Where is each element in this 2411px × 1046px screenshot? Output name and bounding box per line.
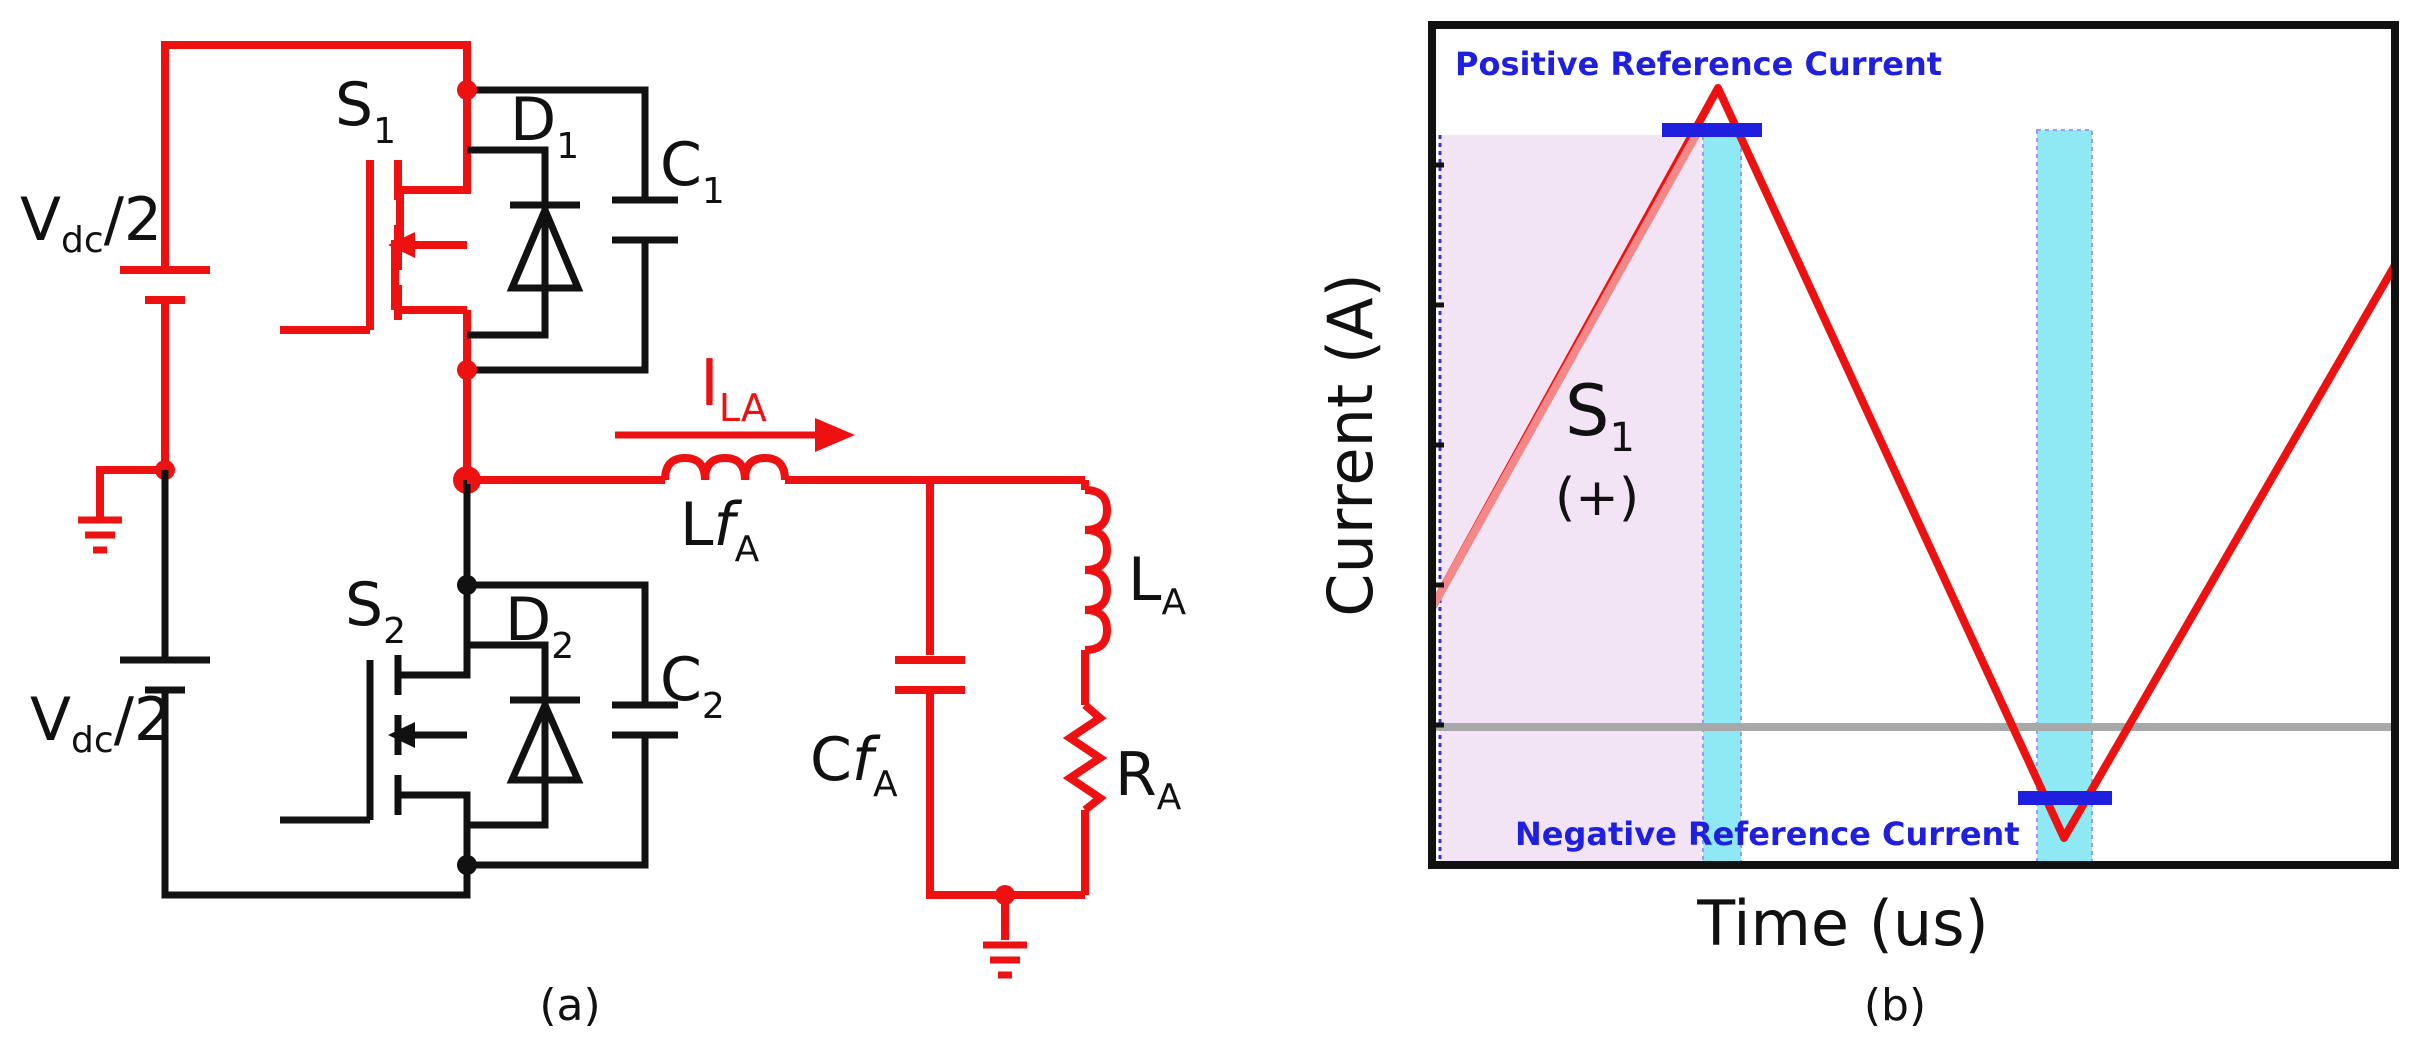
d2-label: D2 [505, 585, 574, 667]
ground-red-left [78, 516, 122, 554]
lower-black-rail [120, 470, 678, 899]
node-dot [457, 855, 477, 875]
s1-conduction-region [1440, 135, 1702, 865]
c1-label: C1 [660, 130, 725, 212]
node-dot [457, 575, 477, 595]
current-plot: Positive Reference Current Negative Refe… [1314, 21, 2399, 1031]
cfa-label: CfA [810, 725, 898, 805]
cyan-band-1 [1702, 129, 1742, 866]
red-top-rail [96, 41, 471, 519]
d1-diode [506, 201, 584, 292]
ground-red-output [983, 941, 1027, 979]
s1-arrow [388, 232, 415, 258]
y-axis-label: Current (A) [1314, 273, 1387, 616]
caption-b: (b) [1864, 980, 1926, 1031]
battery-top [120, 266, 210, 304]
circuit-diagram: Vdc/2 Vdc/2 S1 D1 C1 S2 D2 C2 ILA LfA Cf… [20, 41, 1186, 1031]
cyan-band-2 [2036, 129, 2093, 866]
la-label: LA [1128, 545, 1186, 623]
d2-diode [506, 696, 584, 784]
s1-plot-label: S1 [1565, 370, 1635, 461]
d1-label: D1 [510, 85, 579, 167]
s1-label: S1 [335, 70, 396, 152]
waveform-rising-overlay [1428, 126, 1704, 610]
caption-a: (a) [539, 980, 600, 1031]
s1-mosfet [280, 160, 471, 365]
s1-sign-label: (+) [1555, 468, 1639, 528]
y-ticks [1432, 162, 1444, 728]
output-filter-network [467, 453, 1112, 940]
negative-reference-label: Negative Reference Current [1515, 815, 2020, 853]
c2-label: C2 [660, 645, 725, 727]
positive-reference-label: Positive Reference Current [1455, 45, 1942, 83]
ila-label: ILA [700, 347, 767, 430]
s2-arrow [388, 722, 415, 748]
s2-label: S2 [345, 570, 406, 652]
lfa-label: LfA [680, 490, 760, 570]
current-arrow-head [815, 418, 855, 452]
node-dot [457, 80, 477, 100]
ra-label: RA [1115, 740, 1182, 818]
node-dot [995, 885, 1015, 905]
vdc-bottom-label: Vdc/2 [30, 685, 172, 761]
vdc-top-label: Vdc/2 [20, 185, 162, 261]
x-axis-label: Time (us) [1696, 887, 1988, 960]
node-dot [457, 360, 477, 380]
